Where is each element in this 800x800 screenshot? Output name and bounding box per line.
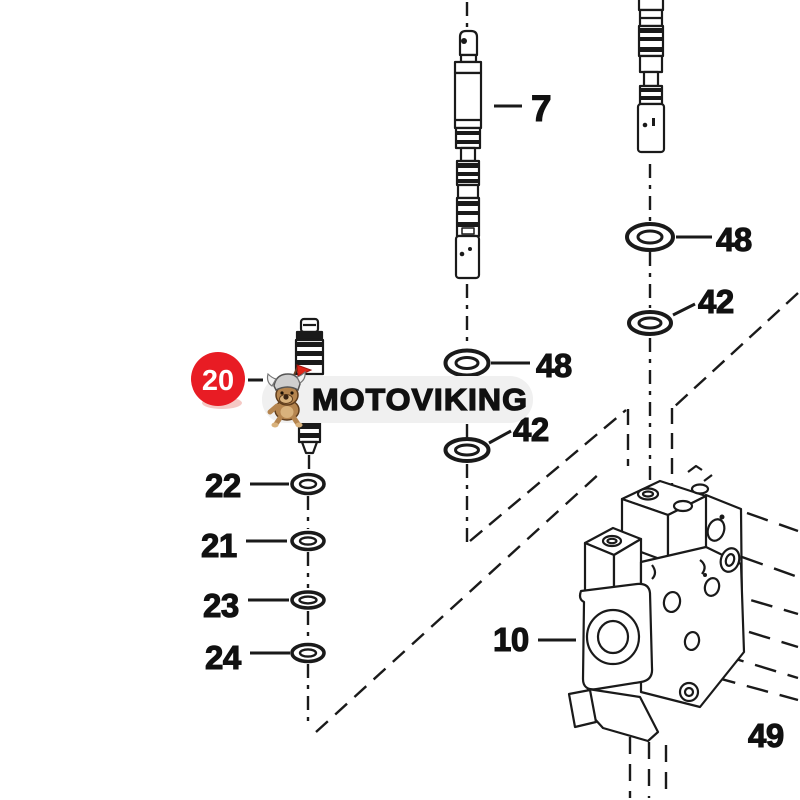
- port-inner-ring: [596, 619, 630, 655]
- spool7-cylinder: [453, 71, 483, 130]
- fan-dash-49: [713, 675, 799, 702]
- seal-ring-42-mid: [443, 437, 491, 463]
- label-seal-42-right: 42: [698, 283, 734, 320]
- label-seal-48-mid: 48: [536, 347, 572, 384]
- leader-lines: [246, 104, 712, 655]
- badge-number: 20: [202, 365, 234, 397]
- leader-42-mid: [488, 429, 512, 445]
- viking-dog-mascot-icon: [266, 364, 313, 428]
- label-oring-23: 23: [203, 587, 239, 624]
- spool-right-tip: [636, 102, 666, 154]
- spool7-land: [456, 183, 480, 200]
- valve-body-part-10: [567, 464, 746, 743]
- label-oring-22: 22: [205, 467, 241, 504]
- badge-circle: [191, 352, 245, 406]
- seal-ring-48-right: [625, 222, 675, 252]
- label-valve-body-10: 10: [493, 621, 529, 658]
- diagonal-left-to-body: [315, 472, 601, 733]
- label-oring-21: 21: [201, 527, 237, 564]
- part20-taper-tip: [300, 440, 319, 455]
- watermark-text: MOTOVIKING: [312, 382, 528, 417]
- mascot-helmet: [273, 373, 301, 392]
- leader-42-right: [672, 302, 696, 317]
- diagonal-topright-to-body: [673, 292, 799, 408]
- relief-valve-part-20: [294, 317, 325, 455]
- fan-dash-2: [741, 555, 799, 579]
- watermark-pill: [262, 376, 533, 423]
- o-ring-24: [290, 642, 326, 664]
- o-ring-22: [290, 472, 326, 496]
- part-number-labels: 7 48 42 48 42 22 21 23 24 10 49: [200, 87, 784, 754]
- body-foot-left: [567, 688, 598, 729]
- spool-part-7: [453, 29, 483, 280]
- label-spool-7: 7: [531, 88, 551, 129]
- seal-ring-48-mid: [443, 348, 491, 378]
- label-seal-48-right: 48: [716, 221, 752, 258]
- spool7-tip: [454, 234, 481, 280]
- spool7-clevis-hole: [461, 38, 467, 44]
- label-oring-24: 24: [205, 639, 242, 676]
- seal-ring-42-right: [627, 310, 673, 336]
- spool7-neck-2: [459, 146, 477, 163]
- assembly-dashed-lines: [306, 2, 799, 798]
- watermark: MOTOVIKING: [262, 364, 533, 428]
- spool7-clevis: [458, 29, 479, 57]
- o-ring-21: [290, 530, 326, 552]
- fan-dash-1: [746, 511, 799, 533]
- callout-badge-20: 20: [191, 352, 245, 409]
- seal-rings: [290, 222, 675, 664]
- label-part-49: 49: [748, 717, 784, 754]
- spool7-band: [453, 60, 483, 75]
- diagonal-mid-to-body: [469, 409, 627, 542]
- spool-right-partial: [636, 0, 666, 154]
- o-ring-23: [290, 590, 326, 610]
